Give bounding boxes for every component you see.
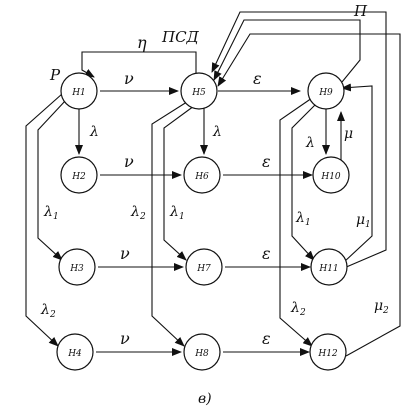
node-h10: H10 — [312, 156, 350, 194]
label-r: Р — [49, 66, 61, 84]
label-eps-row4: ε — [262, 329, 271, 348]
node-h11-label: H11 — [318, 264, 338, 274]
edge-mu1-h11-h9 — [341, 83, 373, 263]
label-mu: μ — [344, 126, 353, 142]
node-h8-label: H8 — [194, 349, 209, 359]
node-h5: H5 — [180, 72, 218, 110]
node-h8: H8 — [183, 333, 221, 371]
node-h9: H9 — [307, 72, 345, 110]
edge-eta-h5-h1 — [81, 51, 197, 78]
edge-h12-h5-mu2 — [217, 33, 401, 357]
svg-text:2: 2 — [299, 308, 306, 318]
label-eta: η — [137, 33, 147, 52]
edge-lambda2-h9-h12 — [279, 97, 313, 347]
edge-lambda1-h1-h3 — [37, 99, 67, 261]
label-lambda-col2: λ — [212, 124, 222, 140]
svg-text:1: 1 — [179, 212, 185, 222]
node-h3: H3 — [58, 248, 96, 286]
edge-lambda1-h9-h11 — [291, 103, 317, 261]
label-lambda-col3: λ — [305, 135, 315, 151]
svg-text:λ: λ — [43, 204, 53, 220]
label-nu-row4: ν — [120, 329, 130, 348]
svg-text:λ: λ — [40, 302, 50, 318]
label-mu2: μ 2 — [374, 298, 389, 316]
node-h9-label: H9 — [318, 88, 333, 98]
node-h7: H7 — [185, 248, 223, 286]
node-h12-label: H12 — [317, 349, 338, 359]
edge-lambda2-h5-h8 — [151, 99, 191, 347]
svg-text:1: 1 — [365, 220, 371, 230]
node-h1: H1 — [60, 72, 98, 110]
label-lambda1-col3: λ 1 — [295, 210, 311, 228]
edge-h11-h5-p — [211, 11, 387, 269]
label-eps-row2: ε — [262, 152, 271, 171]
svg-text:2: 2 — [49, 310, 56, 320]
node-h5-label: H5 — [191, 88, 206, 98]
edge-h9-h5-psd — [213, 19, 361, 83]
label-eps-row3: ε — [262, 244, 271, 263]
node-h1-label: H1 — [71, 88, 86, 98]
label-lambda2-col3: λ 2 — [290, 300, 306, 318]
node-h10-label: H10 — [320, 172, 341, 182]
node-h2: H2 — [60, 156, 98, 194]
svg-text:2: 2 — [382, 306, 389, 316]
label-mu1: μ 1 — [356, 212, 371, 230]
node-h6: H6 — [183, 156, 221, 194]
svg-text:μ: μ — [374, 298, 383, 314]
svg-text:2: 2 — [139, 212, 146, 222]
node-h3-label: H3 — [69, 264, 84, 274]
svg-text:λ: λ — [130, 204, 140, 220]
label-p: П — [353, 2, 368, 20]
label-nu-row3: ν — [120, 244, 130, 263]
svg-text:λ: λ — [169, 204, 179, 220]
label-psd: ПСД — [161, 28, 200, 46]
label-eps-row1: ε — [253, 69, 262, 88]
node-h4: H4 — [56, 333, 94, 371]
edge-lambda1-h5-h7 — [163, 105, 195, 261]
label-lambda-col1: λ — [89, 124, 99, 140]
edge-lambda2-h1-h4 — [25, 93, 63, 347]
svg-text:λ: λ — [290, 300, 300, 316]
label-nu-row1: ν — [124, 69, 134, 88]
node-h7-label: H7 — [196, 264, 211, 274]
label-lambda1-col1: λ 1 — [43, 204, 59, 222]
figure-caption: в) — [198, 391, 212, 407]
svg-text:1: 1 — [53, 212, 59, 222]
label-lambda2-col1: λ 2 — [40, 302, 56, 320]
node-h2-label: H2 — [71, 172, 86, 182]
svg-text:μ: μ — [356, 212, 365, 228]
node-h6-label: H6 — [194, 172, 209, 182]
node-h11: H11 — [310, 248, 348, 286]
svg-text:λ: λ — [295, 210, 305, 226]
label-lambda2-col2: λ 2 — [130, 204, 146, 222]
label-nu-row2: ν — [124, 152, 134, 171]
node-h4-label: H4 — [67, 349, 82, 359]
node-h12: H12 — [309, 333, 347, 371]
svg-text:1: 1 — [305, 218, 311, 228]
label-lambda1-col2: λ 1 — [169, 204, 185, 222]
